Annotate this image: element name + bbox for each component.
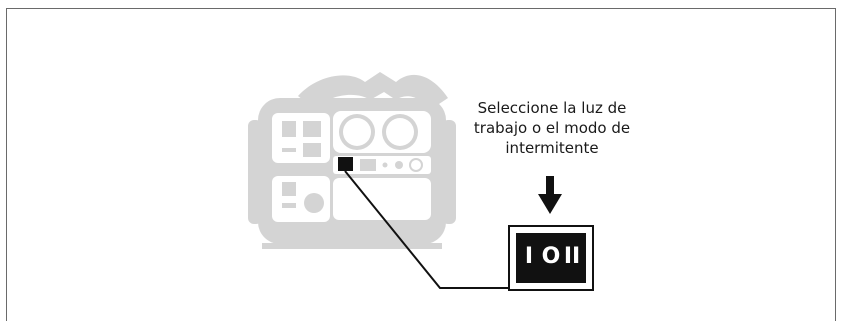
light-lens-left-inner [343, 118, 371, 146]
control-button [360, 159, 376, 171]
control-port [409, 158, 423, 172]
lower-right-panel [333, 178, 431, 220]
caption-line-1: Seleccione la luz de [477, 99, 627, 117]
control-knob [395, 161, 403, 169]
switch-label-off: II [563, 244, 581, 269]
rocker-switch-icon [508, 225, 594, 291]
lower-slot [282, 182, 296, 196]
lower-socket [304, 193, 324, 213]
leader-line [344, 170, 510, 289]
device-handle [298, 72, 448, 110]
caption-line-3: intermitente [505, 139, 599, 157]
control-strip [333, 156, 431, 174]
frame-right-border [835, 8, 836, 321]
down-arrow-icon [538, 176, 562, 214]
device-bumper-left [248, 120, 262, 224]
frame-top-border [6, 8, 836, 9]
outlet-panel [272, 113, 330, 163]
switch-body [516, 233, 586, 283]
frame-left-border [6, 8, 7, 321]
outlet-slot [303, 143, 321, 157]
switch-on-device [338, 157, 353, 171]
outlet-slot [303, 121, 321, 137]
switch-label-on: I [524, 244, 534, 269]
device-bumper-right [442, 120, 456, 224]
instruction-caption: Seleccione la luz de trabajo o el modo d… [452, 98, 652, 158]
caption-line-2: trabajo o el modo de [473, 119, 631, 137]
outlet-slot [282, 121, 296, 137]
device-base [262, 243, 442, 249]
light-lens-right-inner [386, 118, 414, 146]
outlet-indicator [282, 148, 296, 152]
switch-label-mid: O [541, 244, 561, 269]
lower-slot [282, 203, 296, 208]
control-led [382, 162, 388, 168]
